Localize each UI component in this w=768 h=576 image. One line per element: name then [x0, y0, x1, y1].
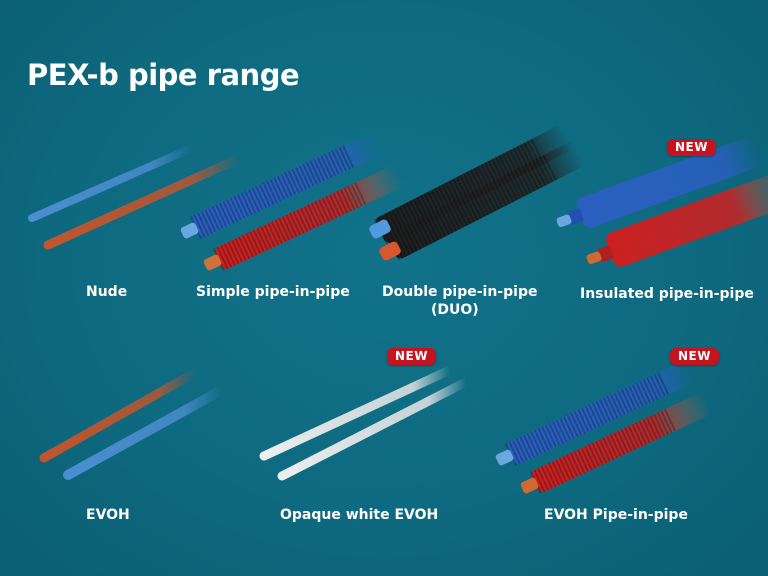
- new-badge-insulated: NEW: [667, 139, 716, 156]
- product-label-opaque-white-evoh: Opaque white EVOH: [280, 507, 439, 523]
- product-label-nude: Nude: [86, 284, 128, 300]
- nude-pipes: [28, 144, 245, 250]
- product-label-evoh: EVOH: [86, 507, 130, 523]
- new-badge-evoh-pipe-in-pipe: NEW: [670, 348, 719, 365]
- evoh-pipe-in-pipe: [495, 361, 711, 494]
- product-label-insulated-pipe-in-pipe: Insulated pipe-in-pipe: [580, 286, 754, 302]
- product-label-simple-pipe-in-pipe: Simple pipe-in-pipe: [196, 284, 350, 300]
- simple-pipe-in-pipe: [180, 134, 403, 271]
- opaque-white-evoh-pipes: [259, 365, 471, 481]
- page-title: PEX-b pipe range: [27, 58, 300, 92]
- new-badge-opaque-white: NEW: [387, 348, 436, 365]
- evoh-pipes: [39, 367, 227, 480]
- product-label-evoh-pipe-in-pipe: EVOH Pipe-in-pipe: [544, 507, 688, 523]
- double-pipe-in-pipe: [369, 126, 584, 261]
- insulated-pipe-in-pipe: [556, 137, 768, 267]
- product-subtitle-duo: (DUO): [431, 302, 479, 318]
- product-label-double-pipe-in-pipe: Double pipe-in-pipe: [382, 284, 538, 300]
